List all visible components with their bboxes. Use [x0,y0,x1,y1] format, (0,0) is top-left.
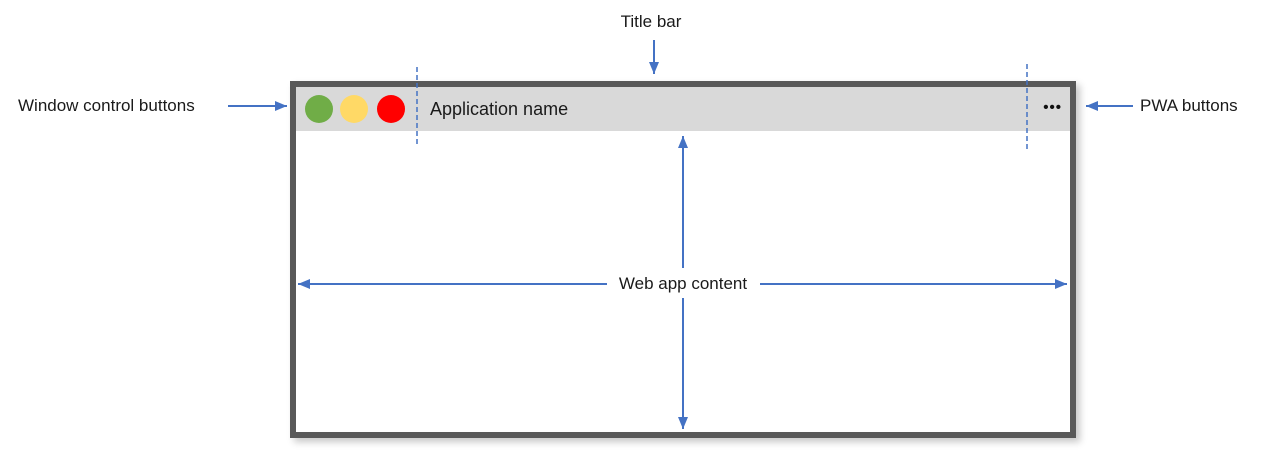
pwa-menu-ellipsis-icon[interactable]: ••• [1043,99,1062,116]
web-app-content-label: Web app content [618,274,748,293]
application-name: Application name [430,99,569,119]
pwa-buttons-label: PWA buttons [1140,96,1238,115]
title-bar-label: Title bar [620,12,682,31]
window-control-yellow-icon[interactable] [340,95,368,123]
app-window: Application name ••• [290,81,1076,438]
window-control-green-icon[interactable] [305,95,333,123]
window-control-red-icon[interactable] [377,95,405,123]
title-bar: Application name ••• [296,87,1070,131]
window-controls-label: Window control buttons [18,96,195,115]
